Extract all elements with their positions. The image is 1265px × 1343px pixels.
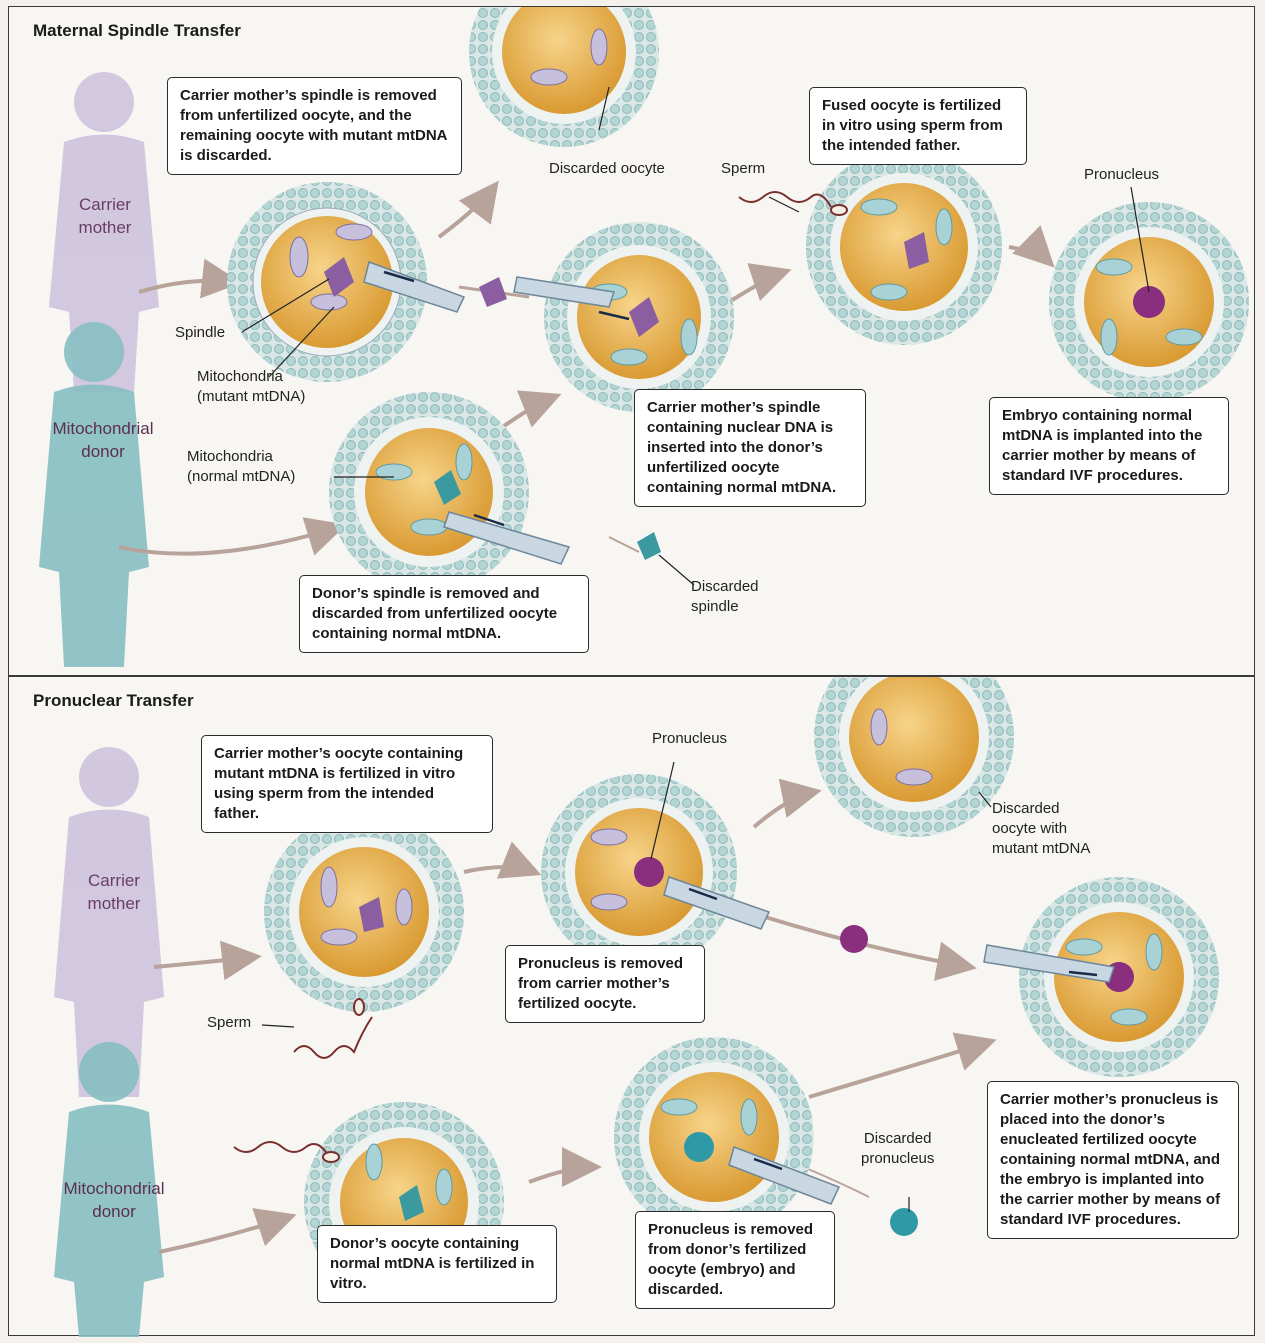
sperm-b1 — [294, 999, 372, 1058]
embryo-a — [1049, 202, 1249, 402]
carrier-mother-label: Carrier mother — [55, 193, 155, 239]
discarded-oocyte-a — [469, 7, 659, 147]
fused-oocyte — [806, 149, 1002, 345]
carrier-oocyte-b — [264, 812, 464, 1012]
callout-fused-fertilized: Fused oocyte is fertilized in vitro usin… — [809, 87, 1027, 165]
discarded-oocyte-b — [814, 677, 1014, 837]
mitochondrial-donor-label: Mitochondrial donor — [33, 417, 173, 463]
final-embryo-b — [1019, 877, 1219, 1077]
label-sperm-b: Sperm — [207, 1013, 251, 1033]
label-mitochondria-mutant: Mitochondria (mutant mtDNA) — [197, 367, 305, 407]
callout-donor-spindle-removed: Donor’s spindle is removed and discarded… — [299, 575, 589, 653]
donor-oocyte-with-spindle — [544, 222, 734, 412]
label-discarded-spindle: Discarded spindle — [691, 577, 759, 617]
label-spindle: Spindle — [175, 323, 225, 343]
label-sperm: Sperm — [721, 159, 765, 179]
callout-embryo-implanted: Embryo containing normal mtDNA is implan… — [989, 397, 1229, 495]
panel-a-title: Maternal Spindle Transfer — [33, 21, 241, 41]
donor-oocyte-a — [329, 392, 529, 592]
callout-donor-fertilized: Donor’s oocyte containing normal mtDNA i… — [317, 1225, 557, 1303]
carrier-fertilized-oocyte-b — [541, 774, 737, 970]
panel-maternal-spindle-transfer: Maternal Spindle Transfer Carrier mother… — [8, 6, 1255, 676]
mitochondrial-donor-label-b: Mitochondrial donor — [44, 1177, 184, 1223]
carrier-mother-label-b: Carrier mother — [64, 869, 164, 915]
panel-pronuclear-transfer: Pronuclear Transfer Carrier mother Mitoc… — [8, 676, 1255, 1336]
callout-spindle-removed: Carrier mother’s spindle is removed from… — [167, 77, 462, 175]
label-discarded-oocyte-b: Discarded oocyte with mutant mtDNA — [992, 799, 1090, 859]
label-mitochondria-normal: Mitochondria (normal mtDNA) — [187, 447, 295, 487]
panel-b-title: Pronuclear Transfer — [33, 691, 194, 711]
donor-fertilized-oocyte-b — [614, 1037, 814, 1237]
callout-fertilized-in-vitro: Carrier mother’s oocyte containing mutan… — [201, 735, 493, 833]
callout-pronucleus-removed-carrier: Pronucleus is removed from carrier mothe… — [505, 945, 705, 1023]
callout-pronucleus-placed: Carrier mother’s pronucleus is placed in… — [987, 1081, 1239, 1239]
label-discarded-oocyte: Discarded oocyte — [549, 159, 665, 179]
callout-pronucleus-removed-donor: Pronucleus is removed from donor’s ferti… — [635, 1211, 835, 1309]
label-discarded-pronucleus: Discarded pronucleus — [861, 1129, 934, 1169]
callout-spindle-inserted: Carrier mother’s spindle containing nucl… — [634, 389, 866, 507]
label-pronucleus: Pronucleus — [1084, 165, 1159, 185]
label-pronucleus-b: Pronucleus — [652, 729, 727, 749]
